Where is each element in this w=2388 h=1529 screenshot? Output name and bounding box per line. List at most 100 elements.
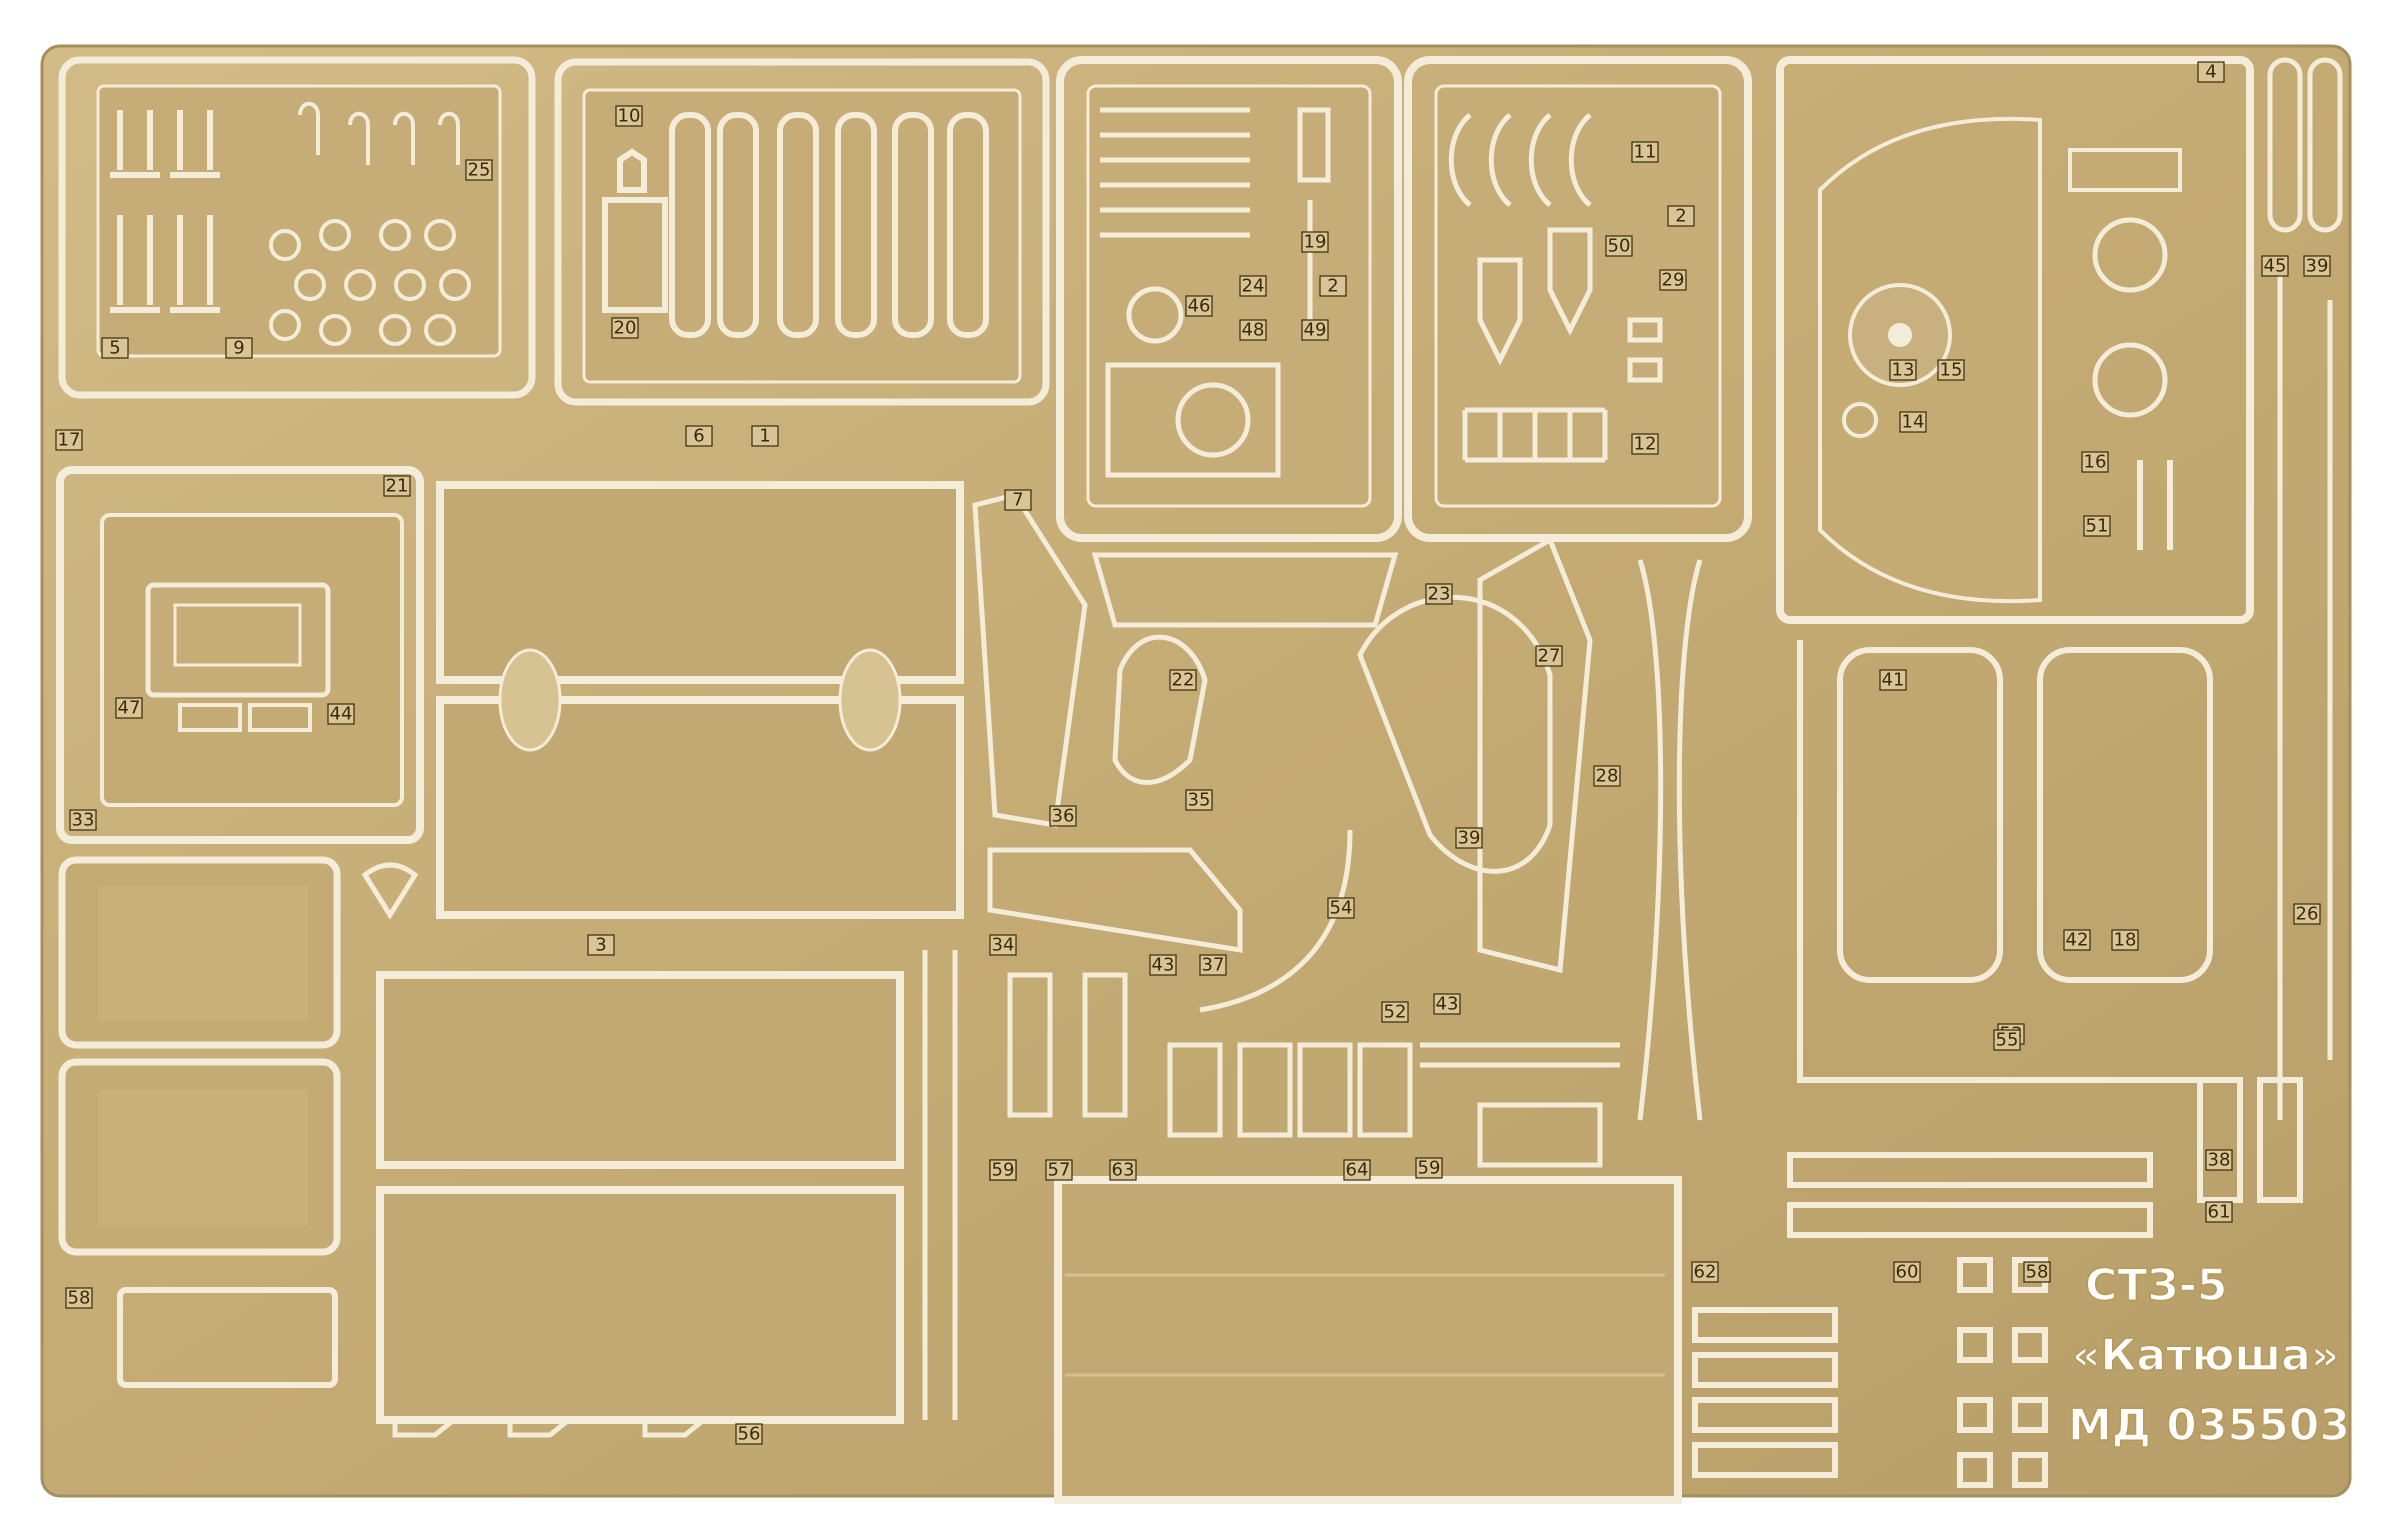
part-tag: 51 <box>2083 515 2111 537</box>
part-tag: 18 <box>2111 929 2139 951</box>
svg-text:39: 39 <box>1458 828 1481 849</box>
sheet-model: СТЗ-5 <box>2085 1260 2227 1311</box>
part-tag: 26 <box>2293 903 2321 925</box>
part-tag: 38 <box>2205 1149 2233 1171</box>
part-tag: 44 <box>327 703 355 725</box>
part-tag: 10 <box>615 105 643 127</box>
part-tag: 63 <box>1109 1159 1137 1181</box>
svg-text:7: 7 <box>1012 490 1023 511</box>
svg-text:59: 59 <box>992 1160 1015 1181</box>
part-tag: 64 <box>1343 1159 1371 1181</box>
svg-text:28: 28 <box>1596 766 1619 787</box>
svg-text:47: 47 <box>118 698 141 719</box>
part-tag: 36 <box>1049 805 1077 827</box>
svg-text:55: 55 <box>1996 1030 2019 1051</box>
svg-text:3: 3 <box>595 935 606 956</box>
part-tag: 49 <box>1301 319 1329 341</box>
svg-text:37: 37 <box>1202 955 1225 976</box>
frames-left-bottom <box>58 856 715 1438</box>
svg-text:54: 54 <box>1330 898 1353 919</box>
svg-text:14: 14 <box>1902 412 1925 433</box>
frame-left-middle <box>56 466 424 844</box>
svg-text:17: 17 <box>58 430 81 451</box>
frame-top-1 <box>58 56 536 399</box>
svg-text:42: 42 <box>2066 930 2089 951</box>
svg-text:59: 59 <box>1418 1158 1441 1179</box>
part-tag: 15 <box>1937 359 1965 381</box>
svg-text:29: 29 <box>1662 270 1685 291</box>
part-tag: 20 <box>611 317 639 339</box>
sheet-name: «Катюша» <box>2072 1330 2339 1381</box>
svg-text:51: 51 <box>2086 516 2109 537</box>
part-tag: 60 <box>1893 1261 1921 1283</box>
svg-text:22: 22 <box>1172 670 1195 691</box>
part-tag: 50 <box>1605 235 1633 257</box>
part-tag: 13 <box>1889 359 1917 381</box>
svg-text:6: 6 <box>693 426 704 447</box>
part-tag: 62 <box>1691 1261 1719 1283</box>
svg-text:58: 58 <box>2026 1262 2049 1283</box>
part-tag: 29 <box>1659 269 1687 291</box>
frame-top-4 <box>1404 56 1752 542</box>
part-tag: 43 <box>1149 954 1177 976</box>
part-tag: 41 <box>1879 669 1907 691</box>
svg-text:15: 15 <box>1940 360 1963 381</box>
part-tag: 45 <box>2261 255 2289 277</box>
svg-text:9: 9 <box>233 338 244 359</box>
part-tag: 4 <box>2197 61 2225 83</box>
frame-top-2 <box>554 58 1050 406</box>
svg-text:16: 16 <box>2084 452 2107 473</box>
strips-far-right <box>2267 57 2343 1120</box>
part-tag: 22 <box>1169 669 1197 691</box>
part-tag: 27 <box>1535 645 1563 667</box>
part-tag: 48 <box>1239 319 1267 341</box>
svg-text:61: 61 <box>2208 1202 2231 1223</box>
svg-text:1: 1 <box>759 426 770 447</box>
svg-text:48: 48 <box>1242 320 1265 341</box>
svg-text:50: 50 <box>1608 236 1631 257</box>
svg-text:5: 5 <box>109 338 120 359</box>
svg-text:23: 23 <box>1428 584 1451 605</box>
center-panels <box>376 481 1682 1504</box>
svg-text:43: 43 <box>1436 994 1459 1015</box>
sheet-title: СТЗ-5 «Катюша» МД 035503 <box>2067 1259 2350 1452</box>
right-middle-frames <box>1692 640 2303 1488</box>
part-tag: 9 <box>225 337 253 359</box>
svg-text:57: 57 <box>1048 1160 1071 1181</box>
svg-text:49: 49 <box>1304 320 1327 341</box>
svg-text:60: 60 <box>1896 1262 1919 1283</box>
svg-text:58: 58 <box>68 1288 91 1309</box>
part-tag: 24 <box>1239 275 1267 297</box>
svg-text:52: 52 <box>1384 1002 1407 1023</box>
part-tag: 23 <box>1425 583 1453 605</box>
part-tag: 59 <box>989 1159 1017 1181</box>
part-tag: 33 <box>69 809 97 831</box>
part-tag: 7 <box>1004 489 1032 511</box>
svg-text:56: 56 <box>738 1424 761 1445</box>
svg-text:24: 24 <box>1242 276 1265 297</box>
svg-text:41: 41 <box>1882 670 1905 691</box>
svg-text:63: 63 <box>1112 1160 1135 1181</box>
part-tag: 37 <box>1199 954 1227 976</box>
svg-text:62: 62 <box>1694 1262 1717 1283</box>
part-tag: 34 <box>989 934 1017 956</box>
part-tag: 43 <box>1433 993 1461 1015</box>
svg-text:43: 43 <box>1152 955 1175 976</box>
part-tag: 5 <box>101 337 129 359</box>
sheet-code: МД 035503 <box>2068 1400 2350 1451</box>
part-tag: 21 <box>383 475 411 497</box>
svg-text:33: 33 <box>72 810 95 831</box>
svg-text:2: 2 <box>1327 276 1338 297</box>
svg-text:36: 36 <box>1052 806 1075 827</box>
part-tag: 17 <box>55 429 83 451</box>
part-tag: 57 <box>1045 1159 1073 1181</box>
part-tag: 42 <box>2063 929 2091 951</box>
part-tag: 58 <box>65 1287 93 1309</box>
svg-text:13: 13 <box>1892 360 1915 381</box>
svg-text:46: 46 <box>1188 296 1211 317</box>
part-tag: 61 <box>2205 1201 2233 1223</box>
svg-text:18: 18 <box>2114 930 2137 951</box>
frame-top-3 <box>1056 56 1402 542</box>
part-tag: 47 <box>115 697 143 719</box>
